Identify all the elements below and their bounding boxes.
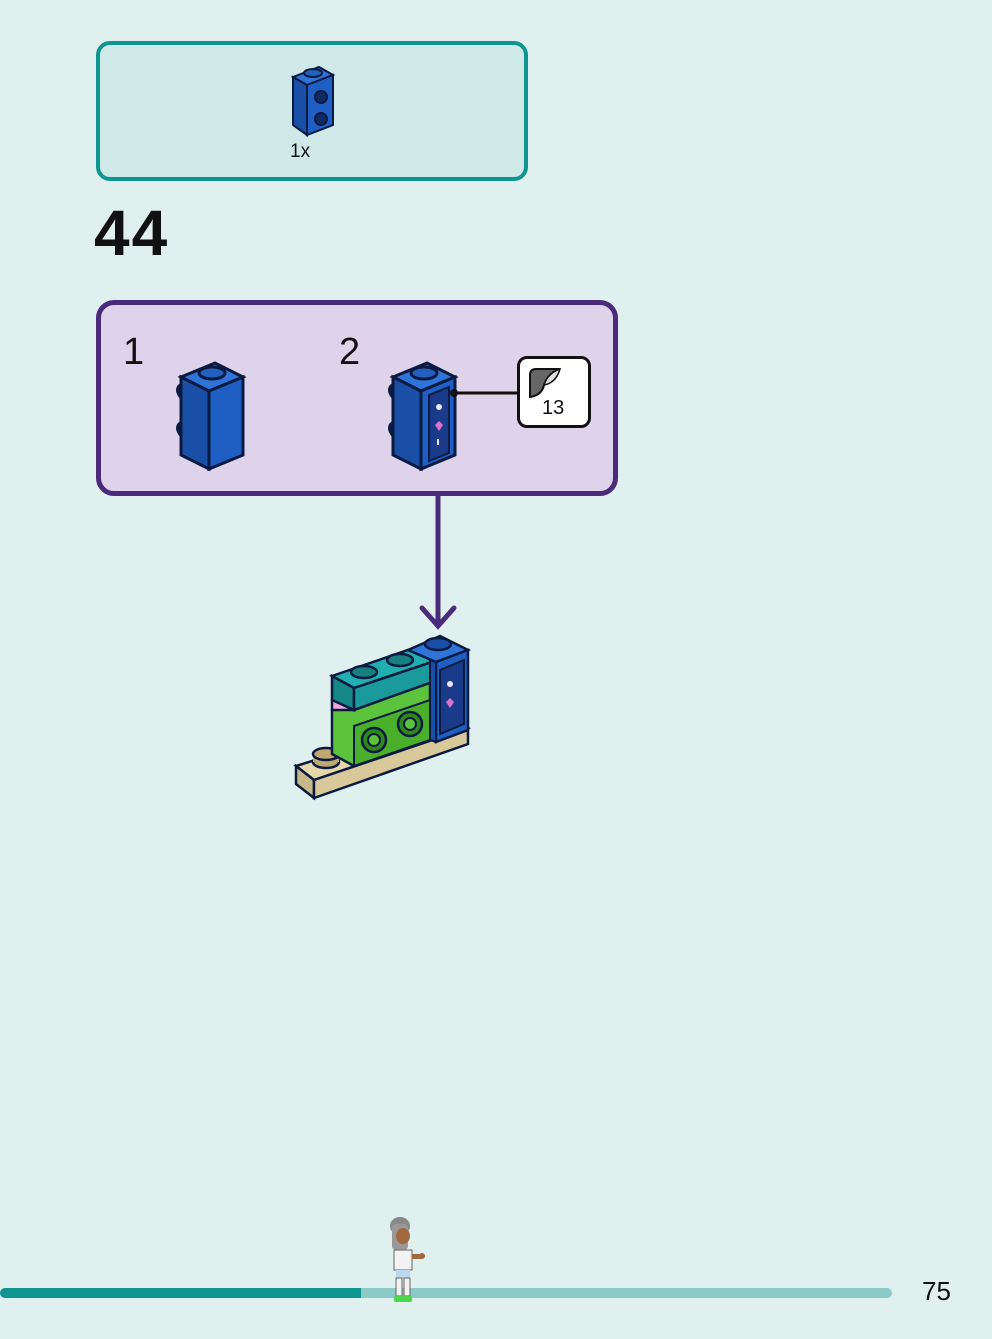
assembled-model-illustration: [293, 634, 472, 801]
progress-bar-fill: [0, 1288, 362, 1298]
part-quantity: 1x: [290, 141, 311, 162]
substep-label-2: 2: [339, 331, 361, 373]
substep-label-1: 1: [123, 331, 145, 373]
minifigure-icon: [390, 1217, 425, 1302]
sticker-callout-line: [450, 389, 518, 397]
down-arrow-icon: [419, 494, 457, 630]
blue-brick-part-icon: [290, 65, 336, 137]
progress-bar: [0, 1288, 892, 1298]
page-number: 75: [922, 1276, 951, 1306]
sticker-sheet-icon: [529, 367, 562, 399]
blue-brick-icon: [176, 361, 247, 472]
sticker-number: 13: [542, 397, 565, 419]
blue-brick-with-sticker-icon: [388, 361, 459, 472]
step-number: 44: [94, 197, 170, 269]
sticker-callout: 13: [517, 356, 591, 428]
substep-box: 1 2 13: [96, 300, 618, 496]
parts-list-box: 1x: [96, 41, 528, 181]
